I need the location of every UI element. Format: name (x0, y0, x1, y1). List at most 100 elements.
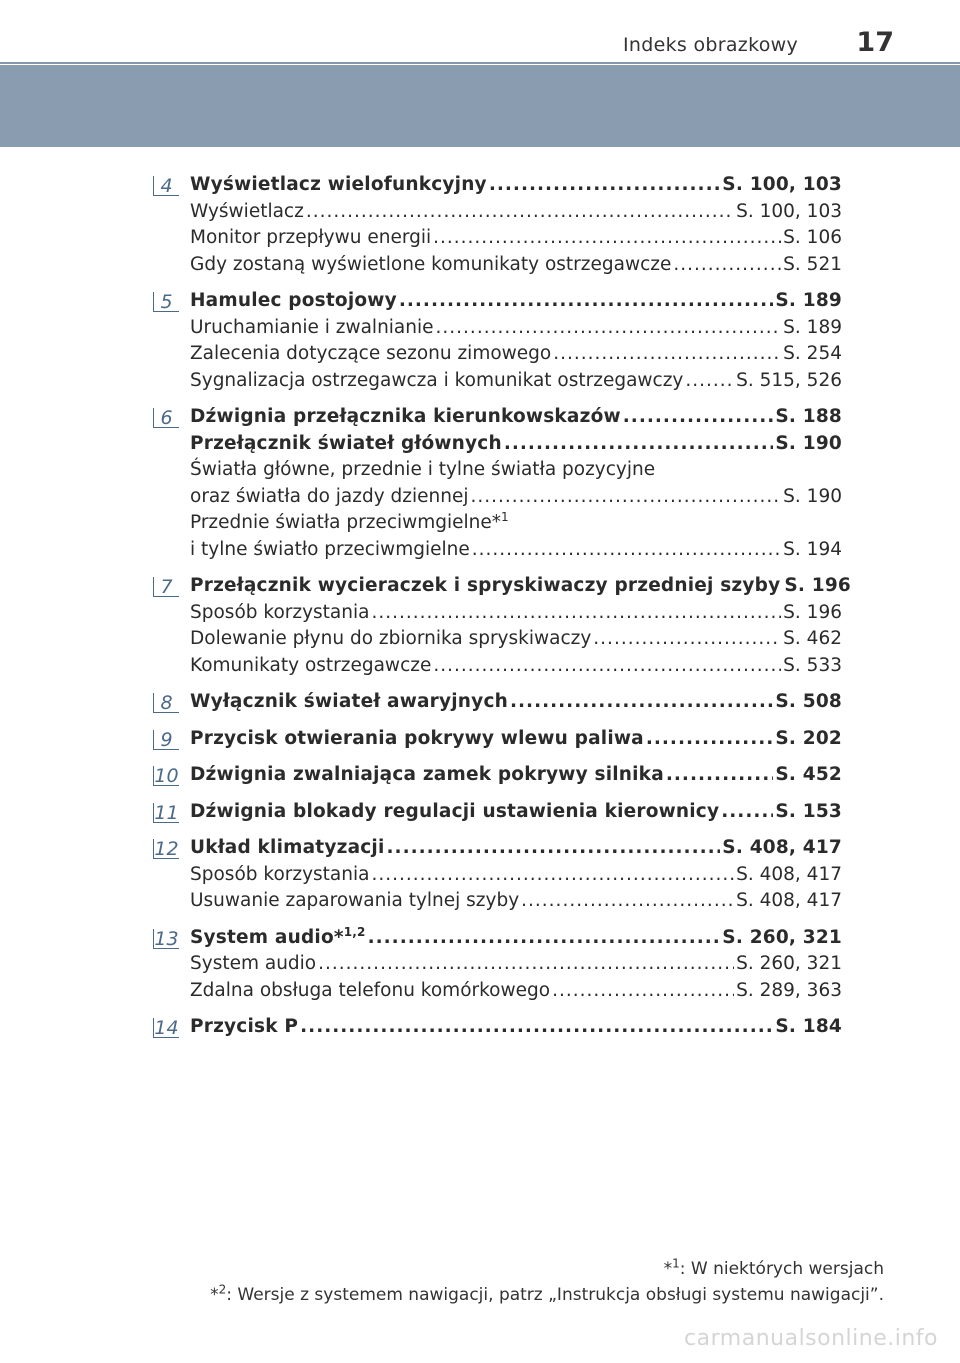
page-number: 17 (856, 27, 894, 58)
index-entry-heading: Wyłącznik świateł awaryjnychS. 508 (190, 689, 842, 716)
index-entry: Komunikaty ostrzegawczeS. 533 (190, 653, 842, 680)
footnote-ref: 1,2 (343, 924, 366, 939)
page-reference: S. 254 (783, 343, 842, 364)
entry-label: Monitor przepływu energii (190, 227, 432, 248)
page-reference: S. 533 (783, 654, 842, 676)
dot-leader (721, 799, 773, 826)
page-reference: S. 106 (783, 227, 842, 248)
page-reference: S. 153 (775, 800, 842, 822)
dot-leader (318, 951, 734, 978)
section-number-marker: 5 (153, 292, 179, 312)
index-entry: Dolewanie płynu do zbiornika spryskiwacz… (190, 626, 842, 653)
dot-leader (646, 726, 774, 753)
page-reference: S. 508 (775, 691, 842, 712)
index-entry: Zalecenia dotyczące sezonu zimowego S. 25… (190, 341, 842, 368)
dot-leader (436, 315, 782, 342)
page-reference: S. 100, 103 (722, 174, 842, 195)
dot-leader (504, 431, 774, 458)
index-entry-heading: Przycisk otwierania pokrywy wlewu paliwa… (190, 726, 842, 753)
dot-leader (300, 1014, 773, 1041)
page-reference: S. 408, 417 (722, 837, 842, 858)
index-section: 11 Dźwignia blokady regulacji ustawienia … (0, 799, 960, 826)
index-entry: Uruchamianie i zwalnianieS. 189 (190, 315, 842, 342)
page-reference: S. 289, 363 (736, 979, 842, 1001)
dot-leader (623, 404, 774, 431)
watermark: carmanualsonline.info (684, 1326, 938, 1351)
entry-label: Układ klimatyzacji (190, 837, 385, 858)
dot-leader (306, 199, 734, 226)
footnote-ref: 1 (501, 509, 509, 524)
entry-label: Przycisk otwierania pokrywy wlewu paliwa (190, 727, 644, 749)
section-number-marker: 10 (153, 765, 179, 787)
footnote: *1: W niektórych wersjach (663, 1256, 884, 1279)
dot-leader (387, 835, 721, 862)
page-reference: S. 189 (775, 290, 842, 311)
page-reference: S. 202 (775, 727, 842, 749)
entry-label: Dźwignia blokady regulacji ustawienia ki… (190, 800, 720, 822)
index-entry-heading: Przycisk PS. 184 (190, 1014, 842, 1041)
section-number-marker: 4 (153, 176, 179, 196)
dot-leader (685, 368, 734, 395)
index-entry: Gdy zostaną wyświetlone komunikaty ostrz… (190, 252, 842, 279)
page-reference: S. 190 (775, 432, 842, 454)
dot-leader (433, 225, 781, 252)
index-entry: i tylne światło przeciwmgielneS. 194 (190, 537, 842, 564)
index-entry: Sposób korzystania S. 408, 417 (190, 862, 842, 889)
entry-label: i tylne światło przeciwmgielne (190, 538, 470, 560)
entry-label: Dźwignia przełącznika kierunkowskazów (190, 406, 621, 427)
section-number-marker: 8 (153, 693, 179, 713)
section-number-marker: 7 (153, 577, 179, 597)
index-section: 4 Wyświetlacz wielofunkcyjnyS. 100, 103Wy… (0, 172, 960, 278)
index-entry: Światła główne, przednie i tylne światła… (190, 457, 842, 484)
page-reference: S. 190 (783, 485, 842, 507)
dot-leader (666, 762, 774, 789)
dot-leader (399, 288, 774, 315)
index-section: 8 Wyłącznik świateł awaryjnychS. 508 (0, 689, 960, 716)
page-reference: S. 260, 321 (736, 953, 842, 974)
entry-label: Przednie światła przeciwmgielne*1 (190, 509, 509, 533)
section-number-marker: 12 (153, 838, 179, 860)
entry-label: Dolewanie płynu do zbiornika spryskiwacz… (190, 628, 592, 649)
entry-label: System audio*1,2 (190, 924, 366, 948)
section-number-marker: 14 (153, 1017, 179, 1039)
section-number-marker: 6 (153, 408, 179, 428)
page-reference: S. 408, 417 (736, 863, 842, 885)
header-title: Indeks obrazkowy (623, 34, 798, 56)
page-reference: S. 188 (775, 406, 842, 427)
index-entry-heading: Układ klimatyzacji S. 408, 417 (190, 835, 842, 862)
index-section: 9 Przycisk otwierania pokrywy wlewu paliw… (0, 726, 960, 753)
section-number-marker: 11 (153, 801, 179, 824)
dot-leader (521, 888, 734, 915)
index-entry-heading: Przełącznik wycieraczek i spryskiwaczy p… (190, 573, 851, 600)
entry-label: Sposób korzystania (190, 863, 370, 885)
index-entry-heading: Przełącznik świateł głównych S. 190 (190, 431, 842, 458)
page-reference: S. 184 (775, 1016, 842, 1037)
page-reference: S. 196 (784, 575, 851, 596)
entry-label: System audio (190, 953, 317, 974)
page-reference: S. 260, 321 (722, 926, 842, 948)
entry-label: Hamulec postojowy (190, 290, 397, 311)
index-entry-heading: Dźwignia blokady regulacji ustawienia ki… (190, 799, 842, 826)
page-reference: S. 196 (783, 601, 842, 623)
page-reference: S. 515, 526 (736, 369, 842, 391)
index-entry: Monitor przepływu energii S. 106 (190, 225, 842, 252)
index-entry: oraz światła do jazdy dziennejS. 190 (190, 484, 842, 511)
header-band (0, 65, 960, 147)
index-section: 14 Przycisk PS. 184 (0, 1014, 960, 1041)
entry-label: Przełącznik świateł głównych (190, 432, 502, 454)
index-entry: WyświetlaczS. 100, 103 (190, 199, 842, 226)
section-number-marker: 9 (153, 729, 179, 750)
index-entry-heading: Dźwignia przełącznika kierunkowskazów S. … (190, 404, 842, 431)
page-header: Indeks obrazkowy 17 (0, 0, 960, 60)
entry-label: Gdy zostaną wyświetlone komunikaty ostrz… (190, 253, 672, 275)
index-entry: System audio S. 260, 321 (190, 951, 842, 978)
index-entry-heading: Wyświetlacz wielofunkcyjnyS. 100, 103 (190, 172, 842, 199)
entry-label: Zalecenia dotyczące sezonu zimowego (190, 343, 552, 364)
page-reference: S. 408, 417 (736, 890, 842, 911)
page-reference: S. 100, 103 (736, 200, 842, 222)
entry-label: Uruchamianie i zwalnianie (190, 316, 434, 338)
